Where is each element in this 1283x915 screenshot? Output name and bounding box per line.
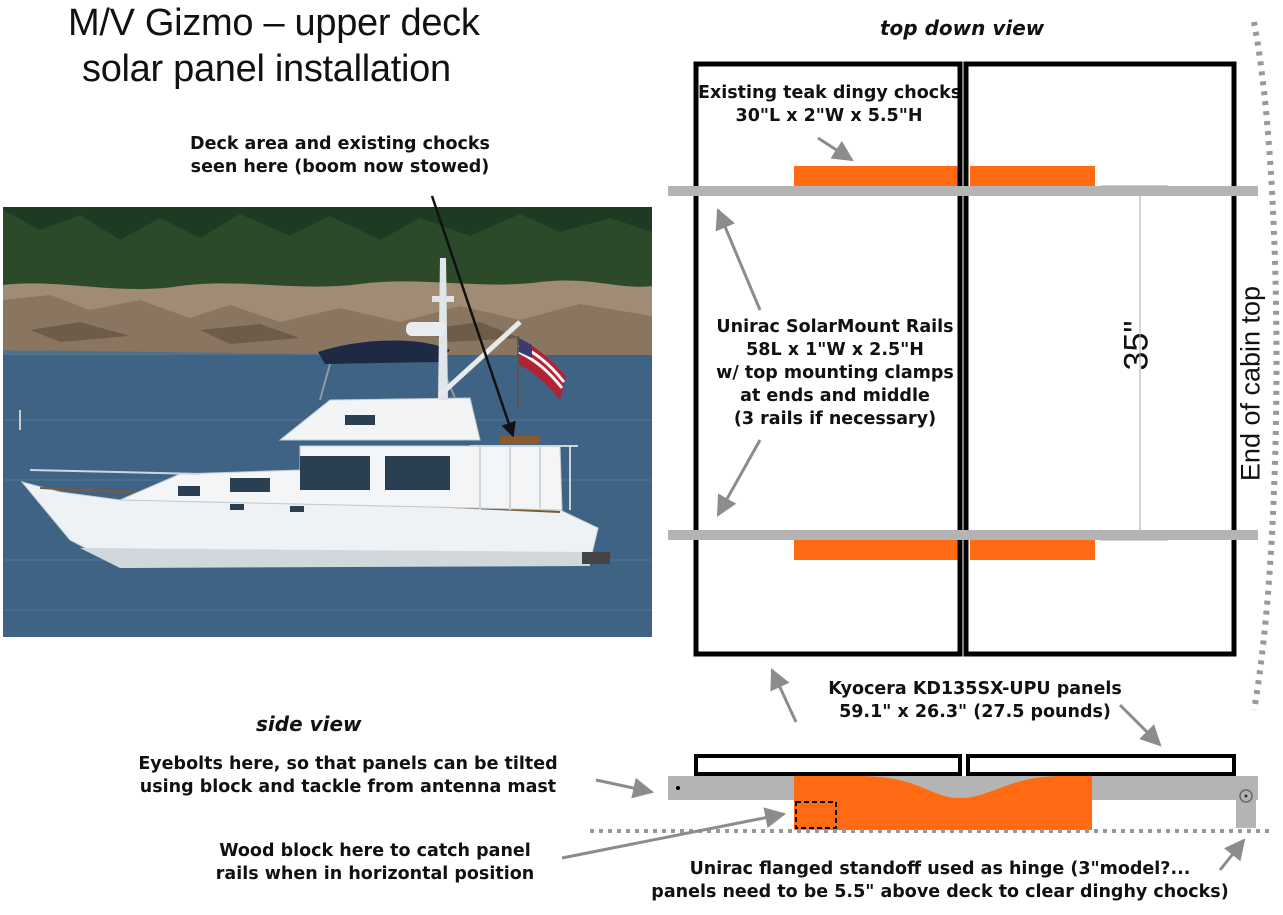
wood-block-label-line-1: Wood block here to catch panel bbox=[219, 841, 531, 861]
rails-arrow-up bbox=[715, 208, 762, 311]
side-panel-right bbox=[966, 754, 1236, 776]
rails-label: Unirac SolarMount Rails 58L x 1"W x 2.5"… bbox=[710, 316, 960, 431]
eyebolts-label-line-2: using block and tackle from antenna mast bbox=[139, 777, 557, 797]
hinge-standoff bbox=[1236, 782, 1256, 828]
rails-arrow-down bbox=[716, 439, 762, 517]
panels-label-line-2: 59.1" x 26.3" (27.5 pounds) bbox=[839, 702, 1111, 722]
rails-label-line-3: w/ top mounting clamps bbox=[716, 363, 954, 383]
photo-caption-line-1: Deck area and existing chocks bbox=[190, 134, 490, 154]
cabin-edge-curve bbox=[1251, 21, 1280, 711]
wood-block bbox=[795, 801, 837, 829]
eyebolts-label: Eyebolts here, so that panels can be til… bbox=[108, 753, 588, 799]
chock-bottom-right bbox=[970, 540, 1095, 560]
rail-bottom bbox=[668, 530, 1258, 540]
rails-label-line-2: 58L x 1"W x 2.5"H bbox=[746, 340, 924, 360]
page-title: M/V Gizmo – upper deck solar panel insta… bbox=[68, 0, 480, 92]
boat-photo bbox=[3, 207, 652, 637]
rails-label-line-4: at ends and middle bbox=[740, 386, 930, 406]
photo-pointer-arrow bbox=[430, 195, 516, 438]
chocks-label: Existing teak dingy chocks 30"L x 2"W x … bbox=[698, 82, 962, 128]
side-view-label: side view bbox=[256, 712, 362, 736]
title-line-1: M/V Gizmo – upper deck bbox=[68, 2, 480, 44]
wood-block-label-line-2: rails when in horizontal position bbox=[215, 864, 535, 884]
rails-label-line-1: Unirac SolarMount Rails bbox=[716, 317, 954, 337]
side-chock bbox=[794, 776, 1092, 830]
panels-label: Kyocera KD135SX-UPU panels 59.1" x 26.3"… bbox=[800, 678, 1150, 724]
panels-arrow-left bbox=[770, 668, 798, 723]
chock-top-left bbox=[794, 166, 960, 187]
chocks-label-line-2: 30"L x 2"W x 5.5"H bbox=[735, 106, 923, 126]
side-panel-left bbox=[694, 754, 962, 776]
panels-label-line-1: Kyocera KD135SX-UPU panels bbox=[828, 679, 1122, 699]
panel-left bbox=[693, 61, 963, 657]
eyebolts-label-line-1: Eyebolts here, so that panels can be til… bbox=[138, 754, 558, 774]
rails-label-line-5: (3 rails if necessary) bbox=[733, 409, 937, 429]
chock-bottom-left bbox=[794, 540, 960, 560]
wood-block-label: Wood block here to catch panel rails whe… bbox=[190, 840, 560, 886]
wood-block-arrow bbox=[561, 807, 787, 860]
panel-right bbox=[963, 61, 1237, 657]
flag-icon bbox=[517, 336, 566, 408]
standoff-label-line-1: Unirac flanged standoff used as hinge (3… bbox=[689, 859, 1191, 879]
chocks-arrow bbox=[817, 136, 854, 162]
chock-top-right bbox=[970, 166, 1095, 187]
standoff-label-line-2: panels need to be 5.5" above deck to cle… bbox=[651, 882, 1229, 902]
title-line-2: solar panel installation bbox=[82, 48, 451, 90]
photo-caption: Deck area and existing chocks seen here … bbox=[160, 133, 520, 179]
panels-arrow-right bbox=[1118, 703, 1162, 747]
standoff-arrow bbox=[1218, 838, 1246, 871]
rail-top bbox=[668, 186, 1258, 196]
photo-caption-line-2: seen here (boom now stowed) bbox=[190, 157, 490, 177]
top-view-diagram bbox=[668, 21, 1280, 711]
chocks-label-line-1: Existing teak dingy chocks bbox=[698, 83, 962, 103]
eyebolts-arrow bbox=[595, 777, 655, 799]
side-view-diagram bbox=[590, 754, 1272, 833]
standoff-label: Unirac flanged standoff used as hinge (3… bbox=[600, 858, 1280, 904]
top-view-label: top down view bbox=[880, 16, 1045, 40]
